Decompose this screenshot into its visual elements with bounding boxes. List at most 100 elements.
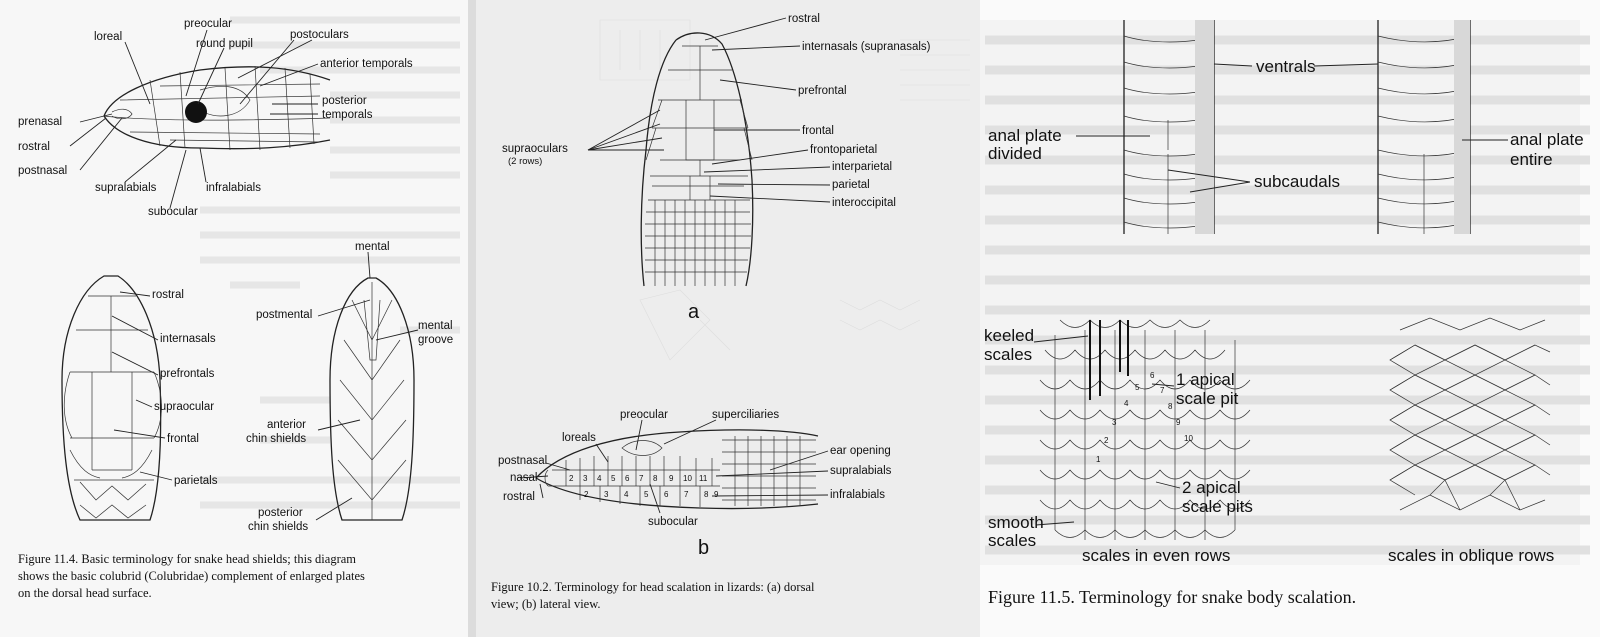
label-even-rows: scales in even rows <box>1082 546 1230 565</box>
supralabial-numbers: 2 3 4 5 6 7 8 9 10 11 <box>569 474 708 483</box>
label-frontal: frontal <box>167 433 199 445</box>
lateral-labels: preocular superciliaries loreals postnas… <box>498 409 892 528</box>
label-postmental: postmental <box>256 309 312 321</box>
label-anal-plate: anal plate <box>988 126 1062 145</box>
chin-labels: mental postmental mental groove anterior… <box>246 241 453 533</box>
label-mental: mental <box>355 241 390 253</box>
supralabial-num: 2 <box>569 474 574 483</box>
label-parietal: parietal <box>832 179 870 191</box>
label-frontal-lizard: frontal <box>802 125 834 137</box>
label-divided: divided <box>988 144 1042 163</box>
caption-11-4-line2: shows the basic colubrid (Colubridae) co… <box>18 569 365 583</box>
body-labels: keeled scales 1 apical scale pit smooth … <box>984 326 1554 565</box>
label-dorsal-rostral: rostral <box>788 13 820 25</box>
ventral-labels: ventrals anal plate divided anal plate e… <box>988 57 1584 191</box>
side-labels: loreal preocular round pupil postoculars… <box>18 18 413 218</box>
lateral-leader-lines <box>519 419 829 514</box>
label-round-pupil: round pupil <box>196 38 253 50</box>
label-frontoparietal: frontoparietal <box>810 144 877 156</box>
infralabial-num: 5 <box>644 490 649 499</box>
infralabial-num: 2 <box>584 490 589 499</box>
infralabial-num: 9 <box>714 490 719 499</box>
label-smooth: smooth <box>988 513 1044 532</box>
label-internasals: internasals <box>160 333 216 345</box>
ventral-leader-lines <box>1076 63 1508 193</box>
row-number: 4 <box>1124 399 1129 408</box>
subfigure-letter-b: b <box>698 537 709 559</box>
label-supraoculars: supraoculars <box>502 143 568 155</box>
oblique-rows-scale-patch <box>1389 317 1551 511</box>
fig-11-5: ventrals anal plate divided anal plate e… <box>984 20 1584 607</box>
supralabial-num: 8 <box>653 474 658 483</box>
label-postnasal-lizard: postnasal <box>498 455 547 467</box>
label-keeled-scales: scales <box>984 345 1032 364</box>
label-supralabials: supralabials <box>95 182 157 194</box>
label-top-rostral: rostral <box>152 289 184 301</box>
infralabial-numbers: 2 3 4 5 6 7 8 9 <box>584 490 719 499</box>
snake-head-top-drawing <box>61 275 162 521</box>
dorsal-labels: rostral internasals (supranasals) prefro… <box>502 13 931 209</box>
fig-11-4-caption: Figure 11.4. Basic terminology for snake… <box>18 552 365 600</box>
label-subocular: subocular <box>148 206 198 218</box>
label-prenasal: prenasal <box>18 116 62 128</box>
supralabial-num: 6 <box>625 474 630 483</box>
infralabial-num: 8 <box>704 490 709 499</box>
row-number: 3 <box>1112 418 1117 427</box>
label-keeled: keeled <box>984 326 1034 345</box>
fig-10-2: rostral internasals (supranasals) prefro… <box>491 13 931 611</box>
infralabial-num: 3 <box>604 490 609 499</box>
label-scale-pits: scale pits <box>1182 497 1253 516</box>
label-preocular-lizard: preocular <box>620 409 668 421</box>
snake-head-side-drawing <box>103 65 331 151</box>
label-preocular: preocular <box>184 18 232 30</box>
ventral-strip-entire <box>1377 20 1471 234</box>
caption-11-4-line1: Figure 11.4. Basic terminology for snake… <box>18 552 356 566</box>
label-scale-pit: scale pit <box>1176 389 1239 408</box>
infralabial-num: 6 <box>664 490 669 499</box>
dorsal-leader-lines <box>587 17 831 203</box>
label-1-apical: 1 apical <box>1176 370 1235 389</box>
label-postnasal: postnasal <box>18 165 67 177</box>
label-subocular-lizard: subocular <box>648 516 698 528</box>
body-leader-lines <box>1033 335 1181 526</box>
label-mental-groove-1: mental <box>418 320 453 332</box>
label-rostral-lizard: rostral <box>503 491 535 503</box>
row-numbers: 1 2 3 4 5 6 7 8 9 10 <box>1096 371 1193 464</box>
fig-11-4: loreal preocular round pupil postoculars… <box>18 18 453 600</box>
left-page <box>0 0 472 637</box>
top-labels: rostral internasals prefrontals supraocu… <box>152 289 218 487</box>
label-posterior-chin: posterior <box>258 507 303 519</box>
label-subcaudals: subcaudals <box>1254 172 1340 191</box>
label-supralabials-lizard: supralabials <box>830 465 892 477</box>
label-anterior: anterior <box>267 419 306 431</box>
label-2-apical: 2 apical <box>1182 478 1241 497</box>
caption-11-4-line3: on the dorsal head surface. <box>18 586 152 600</box>
label-superciliaries: superciliaries <box>712 409 779 421</box>
supralabial-num: 10 <box>683 474 692 483</box>
caption-10-2-line2: view; (b) lateral view. <box>491 597 601 611</box>
infralabial-num: 7 <box>684 490 689 499</box>
label-oblique-rows: scales in oblique rows <box>1388 546 1554 565</box>
label-interoccipital: interoccipital <box>832 197 896 209</box>
row-number: 2 <box>1104 436 1109 445</box>
label-infralabials-lizard: infralabials <box>830 489 885 501</box>
lizard-head-lateral-drawing <box>535 429 819 510</box>
even-rows-scale-patch <box>1039 319 1251 540</box>
row-number: 5 <box>1135 383 1140 392</box>
supralabial-num: 3 <box>583 474 588 483</box>
label-ventrals: ventrals <box>1256 57 1316 76</box>
row-number: 6 <box>1150 371 1155 380</box>
supralabial-num: 9 <box>669 474 674 483</box>
top-leader-lines <box>111 291 173 481</box>
label-loreal: loreal <box>94 31 122 43</box>
label-prefrontals: prefrontals <box>160 368 215 380</box>
row-number: 10 <box>1184 434 1193 443</box>
label-prefrontal: prefrontal <box>798 85 847 97</box>
label-anterior-temporals: anterior temporals <box>320 58 413 70</box>
supralabial-num: 7 <box>639 474 644 483</box>
side-leader-lines <box>69 29 319 209</box>
label-anterior-chin-shields: chin shields <box>246 433 306 445</box>
snake-chin-drawing <box>329 277 415 521</box>
